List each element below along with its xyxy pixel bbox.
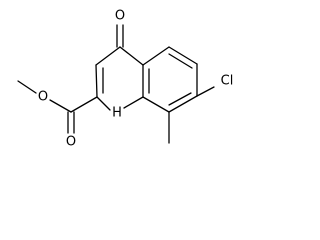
bond-c4-c4a — [119, 46, 144, 66]
bond-c5-c6 — [168, 46, 198, 65]
atom-label-ester-ether-oxygen: O — [38, 90, 48, 105]
atom-label-ring-nitrogen: H — [112, 106, 122, 121]
bond-c2-ester-c — [70, 96, 98, 113]
chemical-structure-diagram: O O O H Cl — [17, 9, 234, 150]
bond-c8a-n1 — [123, 96, 144, 109]
bond-c4a-c5 — [142, 46, 170, 66]
bond-c8-c8a — [142, 96, 170, 113]
atom-label-ester-carbonyl-oxygen: O — [66, 135, 76, 150]
bond-ester-c-o-ether — [49, 99, 72, 113]
atom-label-chlorine: Cl — [221, 74, 234, 89]
bond-o-methyl — [17, 80, 37, 94]
bond-c7-c8-inner — [168, 92, 192, 106]
bond-c5-c6-inner — [168, 53, 193, 69]
bond-c7-cl — [196, 86, 215, 97]
bond-c7-c8 — [168, 95, 198, 113]
bond-n1-c2 — [96, 96, 111, 111]
bond-c3-c4 — [95, 46, 121, 66]
bond-c2-c3 — [95, 64, 98, 98]
atom-label-ketone-oxygen: O — [115, 9, 125, 24]
